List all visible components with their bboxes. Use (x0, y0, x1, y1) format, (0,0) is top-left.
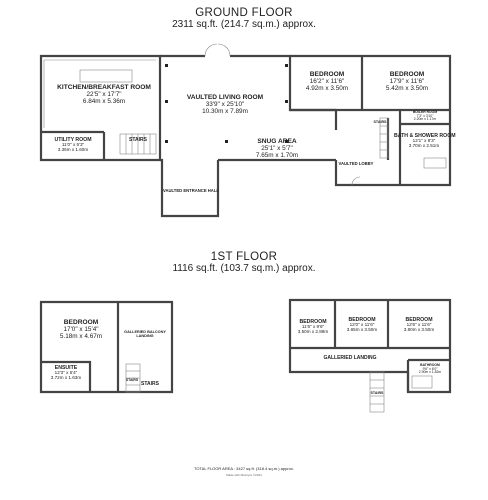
room-dim-imperial: 7'3" x 3'10" (416, 113, 434, 118)
pillar (165, 140, 168, 143)
room-dim-metric: 3.70m x 2.51m (408, 143, 440, 149)
room-dim-imperial: 17'0" x 15'4" (63, 325, 99, 333)
room-living: VAULTED LIVING ROOM 33'9" x 25'10" 10.30… (170, 94, 280, 115)
room-ensuite: ENSUITE 12'3" x 5'4" 3.72m x 1.63m (43, 365, 89, 381)
pillar (285, 64, 288, 67)
room-dim-imperial: 11'6" x 9'6" (301, 324, 325, 330)
bath-tub (423, 157, 447, 169)
pillar (165, 100, 168, 103)
room-dim-metric: 3.36m x 1.60m (57, 147, 89, 153)
footer-credit: Made with Metropix ©2024 (226, 473, 262, 477)
room-dim-metric: 5.42m x 3.50m (385, 84, 429, 92)
room-dim-metric: 3.80m x 3.50m (403, 327, 435, 333)
room-utility: UTILITY ROOM 11'0" x 5'3" 3.36m x 1.60m (44, 137, 102, 153)
room-dim-metric: 2.90m x 1.82m (418, 370, 442, 375)
wall-ensuite (41, 360, 92, 392)
label-stairs-ground: STAIRS (129, 137, 147, 143)
bathroom-tub (411, 375, 433, 389)
room-snug: SNUG AREA 25'1" x 5'7" 7.65m x 1.70m (232, 138, 322, 159)
room-dim-metric: 3.50m x 2.89m (297, 329, 329, 335)
room-name: VAULTED LIVING ROOM (186, 94, 264, 101)
room-name: BOILER ROOM (412, 110, 438, 114)
room-dim-metric: 6.84m x 5.36m (82, 97, 126, 105)
room-dim-imperial: 22'5" x 17'7" (86, 90, 122, 98)
room-dim-imperial: 33'9" x 25'10" (205, 100, 245, 108)
footer-total-area: TOTAL FLOOR AREA : 3427 sq.ft. (318.4 sq… (194, 466, 294, 471)
room-dim-metric: 5.18m x 4.67m (59, 332, 103, 340)
room-name: BEDROOM (405, 317, 433, 323)
kitchen-counter (43, 59, 156, 128)
room-name: UTILITY ROOM (54, 137, 92, 143)
room-name: ENSUITE (54, 365, 78, 371)
room-dim-imperial: 16'2" x 11'6" (309, 77, 345, 85)
wall-lobby (334, 110, 400, 187)
room-name: BEDROOM (63, 319, 99, 326)
room-name: KITCHEN/BREAKFAST ROOM (57, 84, 151, 91)
room-name: BATH & SHOWER ROOM (394, 133, 456, 139)
room-bedroom-ground-1: BEDROOM 16'2" x 11'6" 4.92m x 3.50m (294, 71, 360, 92)
room-name: BATHROOM (420, 363, 440, 367)
room-dim-metric: 2.20m x 1.17m (413, 117, 437, 122)
room-name: SNUG AREA (257, 138, 297, 145)
label-stairs-first-left: STAIRS (141, 381, 159, 387)
stairs-first-left-treads (125, 363, 141, 393)
label-stairs-first-right: STAIRS (370, 391, 384, 395)
room-name: BEDROOM (389, 71, 425, 78)
room-name: BEDROOM (309, 71, 345, 78)
room-dim-metric: 4.92m x 3.50m (305, 84, 349, 92)
room-dim-imperial: 11'0" x 5'3" (61, 142, 85, 148)
door-swing-living (204, 43, 231, 57)
room-dim-metric: 3.72m x 1.63m (50, 375, 82, 381)
first-floor-area: 1116 sq.ft. (103.7 sq.m.) approx. (172, 263, 316, 274)
first-floor-heading: 1ST FLOOR (210, 251, 278, 263)
stairs-ground-small-treads (379, 117, 389, 159)
label-stairs-first-small: STAIRS (125, 378, 139, 382)
room-boiler: BOILER ROOM 7'3" x 3'10" 2.20m x 1.17m (402, 110, 448, 122)
room-bathroom-first: BATHROOM 9'6" x 6'0" 2.90m x 1.82m (410, 363, 450, 375)
room-bedroom-first-main: BEDROOM 17'0" x 15'4" 5.18m x 4.67m (46, 319, 116, 340)
room-dim-imperial: 12'3" x 5'4" (54, 370, 78, 376)
kitchen-island (79, 69, 133, 83)
room-dim-metric: 3.65m x 3.50m (346, 327, 378, 333)
label-vaulted-entrance-hall: VAULTED ENTRANCE HALL (163, 188, 219, 193)
room-dim-imperial: 25'1" x 5'7" (261, 144, 293, 152)
room-dim-imperial: 12'1" x 8'3" (412, 138, 436, 144)
room-name: BEDROOM (299, 319, 327, 325)
room-name: BEDROOM (348, 317, 376, 323)
room-kitchen: KITCHEN/BREAKFAST ROOM 22'5" x 17'7" 6.8… (44, 84, 164, 105)
room-dim-imperial: 17'9" x 11'6" (389, 77, 425, 85)
room-dim-imperial: 9'6" x 6'0" (422, 366, 438, 371)
pillar (165, 64, 168, 67)
stairs-first-right-treads (369, 371, 385, 413)
room-bedroom-first-c: BEDROOM 12'6" x 11'6" 3.80m x 3.50m (390, 317, 448, 333)
room-bedroom-ground-2: BEDROOM 17'9" x 11'6" 5.42m x 3.50m (368, 71, 446, 92)
pillar (285, 100, 288, 103)
label-vaulted-lobby: VAULTED LOBBY (338, 161, 374, 166)
label-galleried-balcony-landing: GALLERIED BALCONY LANDING (124, 330, 166, 338)
room-dim-imperial: 12'0" x 11'6" (349, 322, 375, 328)
ground-floor-heading: GROUND FLOOR (195, 7, 293, 19)
pillar (285, 140, 288, 143)
room-dim-metric: 10.30m x 7.89m (202, 107, 248, 115)
room-dim-metric: 7.65m x 1.70m (255, 151, 299, 159)
label-stairs-ground-small: STAIRS (373, 120, 387, 124)
ground-floor-area: 2311 sq.ft. (214.7 sq.m.) approx. (172, 19, 316, 30)
stairs-ground-treads (119, 133, 157, 155)
pillar (225, 140, 228, 143)
wall-bedrooms-ground (290, 54, 452, 187)
room-bedroom-first-b: BEDROOM 12'0" x 11'6" 3.65m x 3.50m (337, 317, 387, 333)
door-swing-lobby (351, 176, 361, 186)
room-dim-imperial: 12'6" x 11'6" (406, 322, 432, 328)
label-galleried-landing: GALLERIED LANDING (323, 355, 377, 361)
room-bedroom-first-a: BEDROOM 11'6" x 9'6" 3.50m x 2.89m (292, 319, 334, 335)
room-bath-shower: BATH & SHOWER ROOM 12'1" x 8'3" 3.70m x … (394, 133, 456, 149)
